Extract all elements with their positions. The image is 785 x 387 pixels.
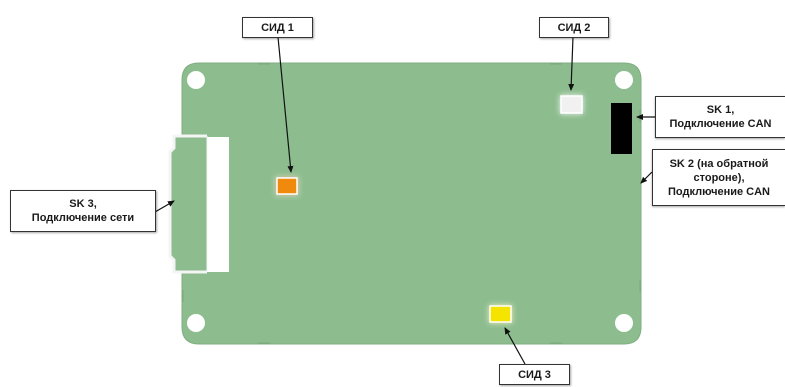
arrow-led3 — [504, 327, 526, 365]
board-body — [181, 62, 642, 345]
label-sk2: SK 2 (на обратной стороне), Подключение … — [652, 149, 785, 206]
label-led3-text: СИД 3 — [518, 368, 551, 381]
mounting-hole-bottom-left — [187, 314, 205, 332]
pointer-arrows — [154, 36, 655, 365]
mounting-hole-bottom-right — [615, 314, 633, 332]
label-sk2-line2: стороне), — [693, 171, 745, 184]
led2-white — [560, 95, 583, 114]
label-sk1-line2: Подключение CAN — [669, 118, 772, 130]
arrow-led1 — [277, 36, 294, 173]
label-led1-text: СИД 1 — [261, 21, 294, 34]
sk1-can-connector — [611, 103, 632, 154]
label-led2: СИД 2 — [539, 17, 609, 38]
label-led3: СИД 3 — [499, 364, 570, 385]
arrow-led2 — [568, 36, 575, 91]
label-sk3-line1: SK 3, — [69, 198, 97, 210]
label-sk2-line1: SK 2 (на обратной — [669, 157, 769, 170]
sk3-connector-inner — [176, 139, 207, 269]
label-sk1: SK 1, Подключение CAN — [655, 96, 785, 138]
label-sk3-line2: Подключение сети — [31, 212, 135, 224]
label-led2-text: СИД 2 — [557, 21, 591, 34]
sk3-connector-face — [207, 137, 229, 272]
sk3-network-connector — [168, 134, 229, 274]
led1-orange — [276, 177, 298, 195]
mounting-hole-top-left — [187, 71, 205, 89]
arrow-sk3 — [154, 200, 175, 213]
label-sk2-line3: Подключение CAN — [668, 185, 770, 198]
mounting-hole-top-right — [615, 71, 633, 89]
arrow-sk2 — [640, 171, 653, 184]
circuit-board — [181, 62, 642, 345]
board-edge-details — [182, 63, 641, 344]
label-led1: СИД 1 — [242, 17, 313, 38]
led3-yellow — [489, 305, 512, 323]
label-sk1-line1: SK 1, — [706, 104, 735, 116]
label-sk3: SK 3, Подключение сети — [10, 190, 156, 232]
